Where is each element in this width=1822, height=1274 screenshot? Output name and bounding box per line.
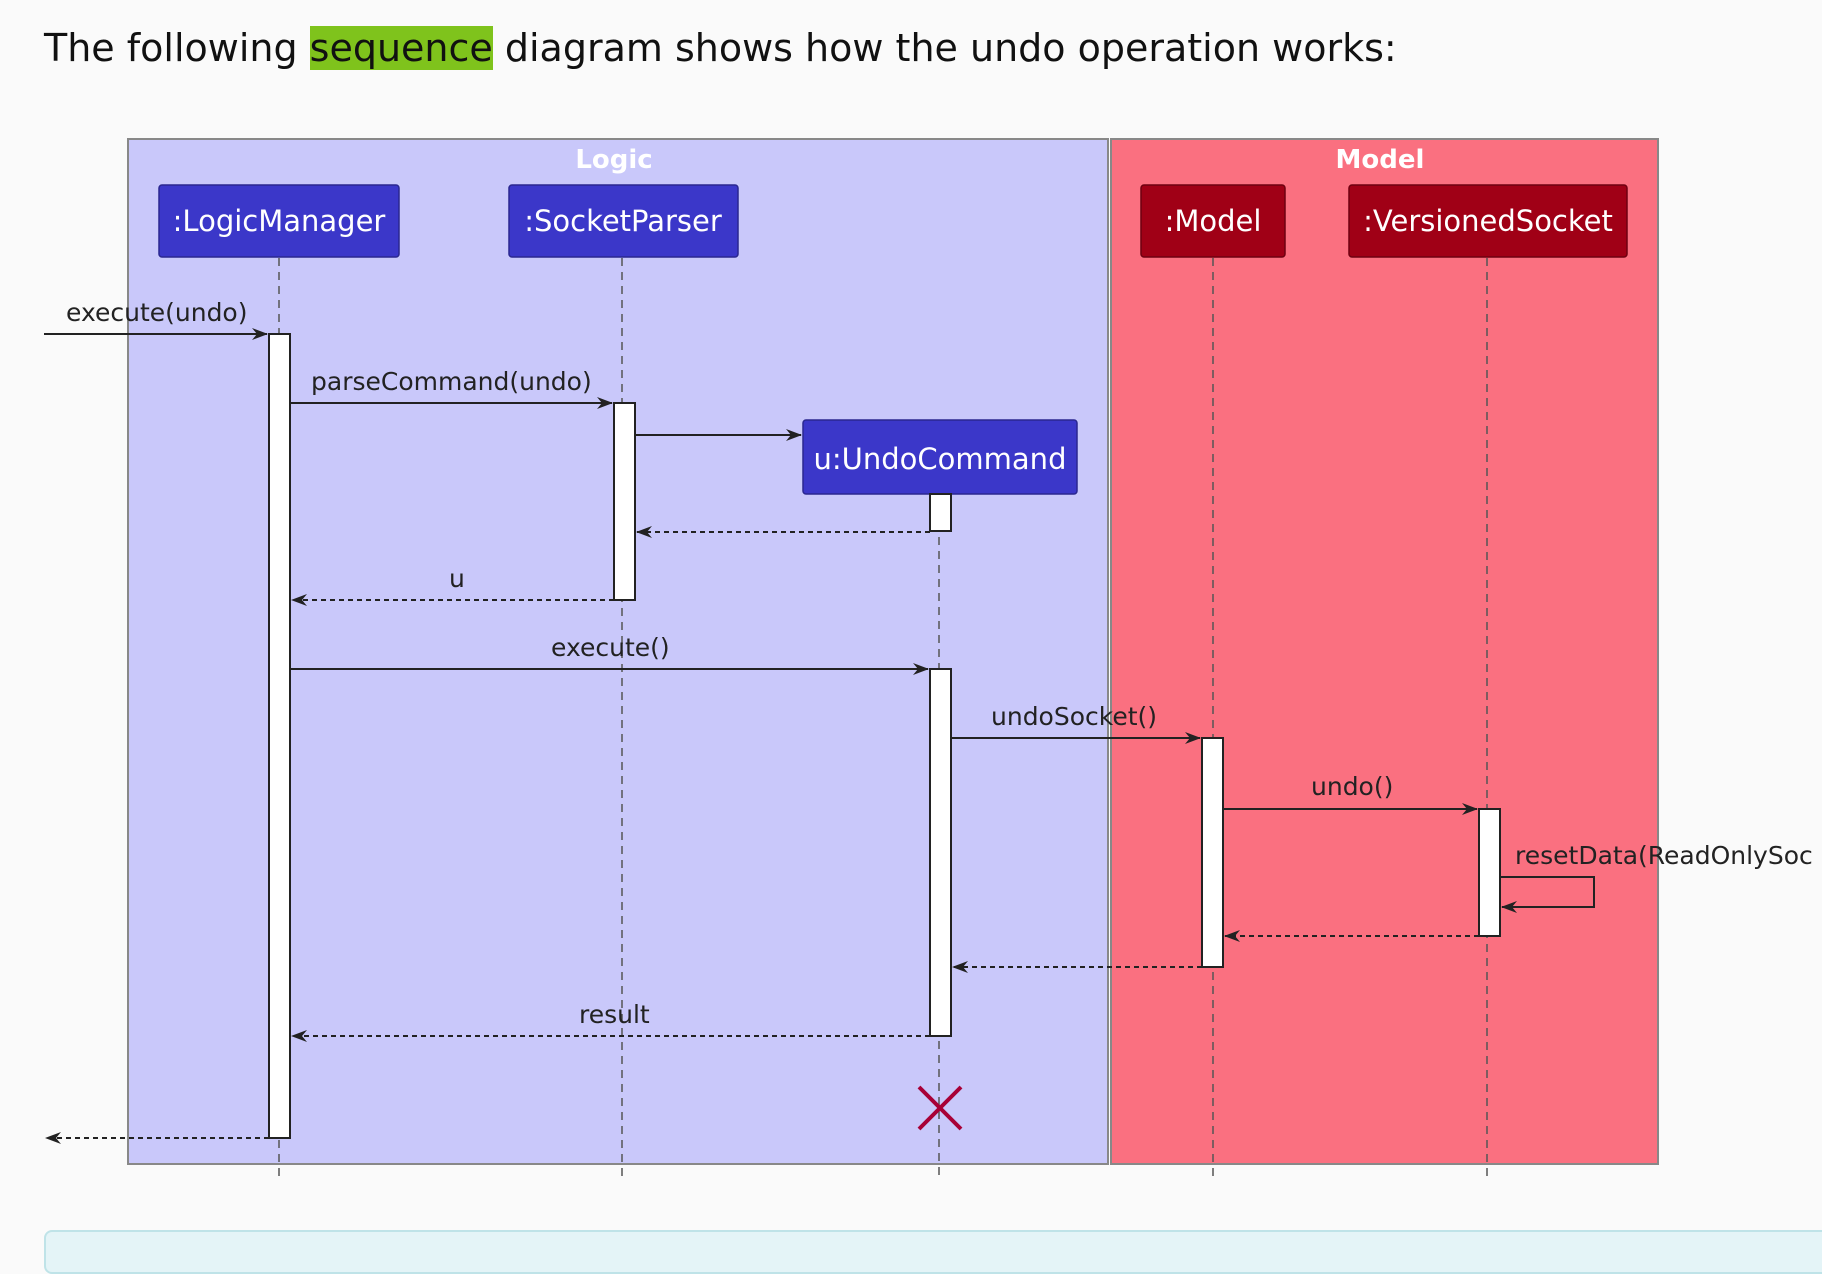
return-result-label: result xyxy=(579,1000,650,1029)
participant-undo-command: u:UndoCommand xyxy=(802,419,1078,495)
participant-socket-parser: :SocketParser xyxy=(508,184,739,258)
activation-undo-command-create xyxy=(929,493,952,532)
intro-sentence: The following sequence diagram shows how… xyxy=(44,26,1397,70)
message-reset-data-arrow xyxy=(1500,876,1595,913)
participant-versioned-socket-label: :VersionedSocket xyxy=(1363,204,1613,238)
message-undo-label: undo() xyxy=(1311,772,1393,801)
activation-logic-manager xyxy=(268,333,291,1139)
participant-model-label: :Model xyxy=(1165,204,1262,238)
activation-model xyxy=(1201,737,1224,968)
activation-socket-parser xyxy=(613,402,636,601)
message-execute-undo-label: execute(undo) xyxy=(66,298,247,327)
return-u-label: u xyxy=(449,564,465,593)
participant-model: :Model xyxy=(1140,184,1286,258)
message-parse-command-label: parseCommand(undo) xyxy=(311,367,592,396)
intro-suffix: diagram shows how the undo operation wor… xyxy=(492,26,1397,70)
message-execute-label: execute() xyxy=(551,633,670,662)
participant-socket-parser-label: :SocketParser xyxy=(524,204,722,238)
activation-undo-command-execute xyxy=(929,668,952,1037)
model-box-title: Model xyxy=(1336,145,1425,175)
intro-prefix: The following xyxy=(44,26,310,70)
logic-box-title: Logic xyxy=(575,145,652,175)
message-undo-socket-label: undoSocket() xyxy=(991,702,1157,731)
model-box xyxy=(1110,138,1659,1165)
search-highlight: sequence xyxy=(309,26,493,70)
destroy-x-icon xyxy=(917,1085,963,1131)
participant-logic-manager: :LogicManager xyxy=(158,184,400,258)
participant-undo-command-label: u:UndoCommand xyxy=(814,442,1067,476)
participant-logic-manager-label: :LogicManager xyxy=(173,204,386,238)
message-reset-data-label: resetData(ReadOnlySoc xyxy=(1515,841,1813,870)
activation-versioned-socket xyxy=(1478,808,1501,937)
participant-versioned-socket: :VersionedSocket xyxy=(1348,184,1628,258)
info-callout-box xyxy=(44,1230,1822,1274)
